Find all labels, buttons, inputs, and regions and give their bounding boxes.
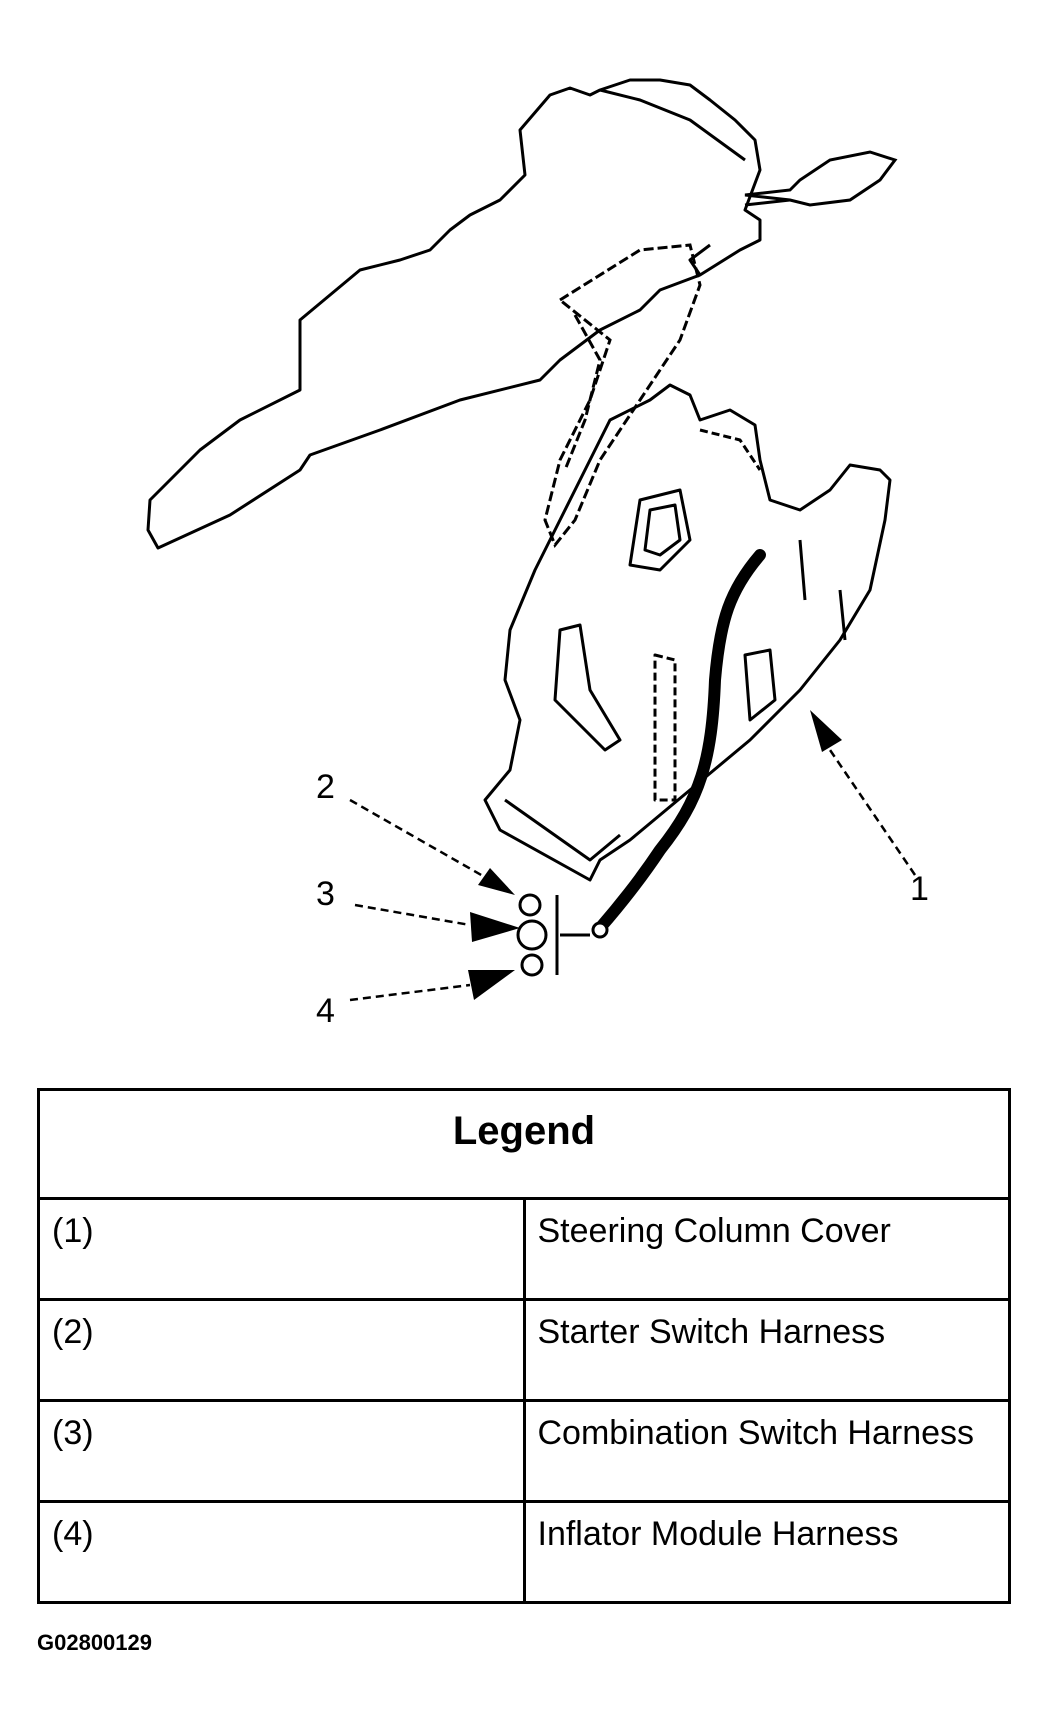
legend-row: (1) Steering Column Cover bbox=[37, 1197, 1011, 1301]
legend-description-cell: Starter Switch Harness bbox=[522, 1298, 1011, 1402]
legend-number-cell: (4) bbox=[37, 1500, 526, 1604]
legend-description: Starter Switch Harness bbox=[537, 1313, 886, 1351]
legend-row: (2) Starter Switch Harness bbox=[37, 1298, 1011, 1402]
harness-end-connector bbox=[591, 921, 609, 939]
ignition-key bbox=[744, 150, 898, 207]
steering-column-diagram: 2 3 4 1 bbox=[146, 78, 929, 1030]
callout-2: 2 bbox=[316, 768, 335, 806]
connector-combination-switch bbox=[516, 919, 548, 951]
callout-4: 4 bbox=[316, 992, 335, 1030]
steering-column-cover bbox=[483, 383, 892, 882]
legend-header: Legend bbox=[37, 1088, 1011, 1200]
legend-description-cell: Steering Column Cover bbox=[522, 1197, 1011, 1301]
legend-row: (3) Combination Switch Harness bbox=[37, 1399, 1011, 1503]
legend-number: (4) bbox=[52, 1515, 94, 1553]
legend-number-cell: (3) bbox=[37, 1399, 526, 1503]
leader-lines bbox=[349, 749, 917, 1002]
legend-number: (2) bbox=[52, 1313, 94, 1351]
column-bracket bbox=[543, 243, 702, 548]
legend-number-cell: (1) bbox=[37, 1197, 526, 1301]
legend-description: Steering Column Cover bbox=[537, 1212, 891, 1250]
legend-description: Inflator Module Harness bbox=[537, 1515, 899, 1553]
arrowheads bbox=[468, 710, 842, 1000]
connector-inflator-module bbox=[520, 953, 544, 977]
callout-1: 1 bbox=[910, 870, 929, 908]
legend-number: (1) bbox=[52, 1212, 94, 1250]
legend-number: (3) bbox=[52, 1414, 94, 1452]
legend-row: (4) Inflator Module Harness bbox=[37, 1500, 1011, 1604]
legend-number-cell: (2) bbox=[37, 1298, 526, 1402]
figure-id: G02800129 bbox=[37, 1630, 152, 1655]
wiring-harness bbox=[594, 549, 766, 934]
legend-description-cell: Inflator Module Harness bbox=[522, 1500, 1011, 1604]
legend-description-cell: Combination Switch Harness bbox=[522, 1399, 1011, 1503]
callout-3: 3 bbox=[316, 875, 335, 913]
steering-column-body bbox=[146, 78, 762, 550]
connector-starter-switch bbox=[518, 893, 542, 917]
harness-connectors bbox=[516, 893, 559, 977]
legend-title: Legend bbox=[452, 1109, 596, 1153]
legend-description: Combination Switch Harness bbox=[537, 1414, 975, 1452]
legend-table: Legend (1) Steering Column Cover (2) Sta… bbox=[37, 1088, 1011, 1604]
